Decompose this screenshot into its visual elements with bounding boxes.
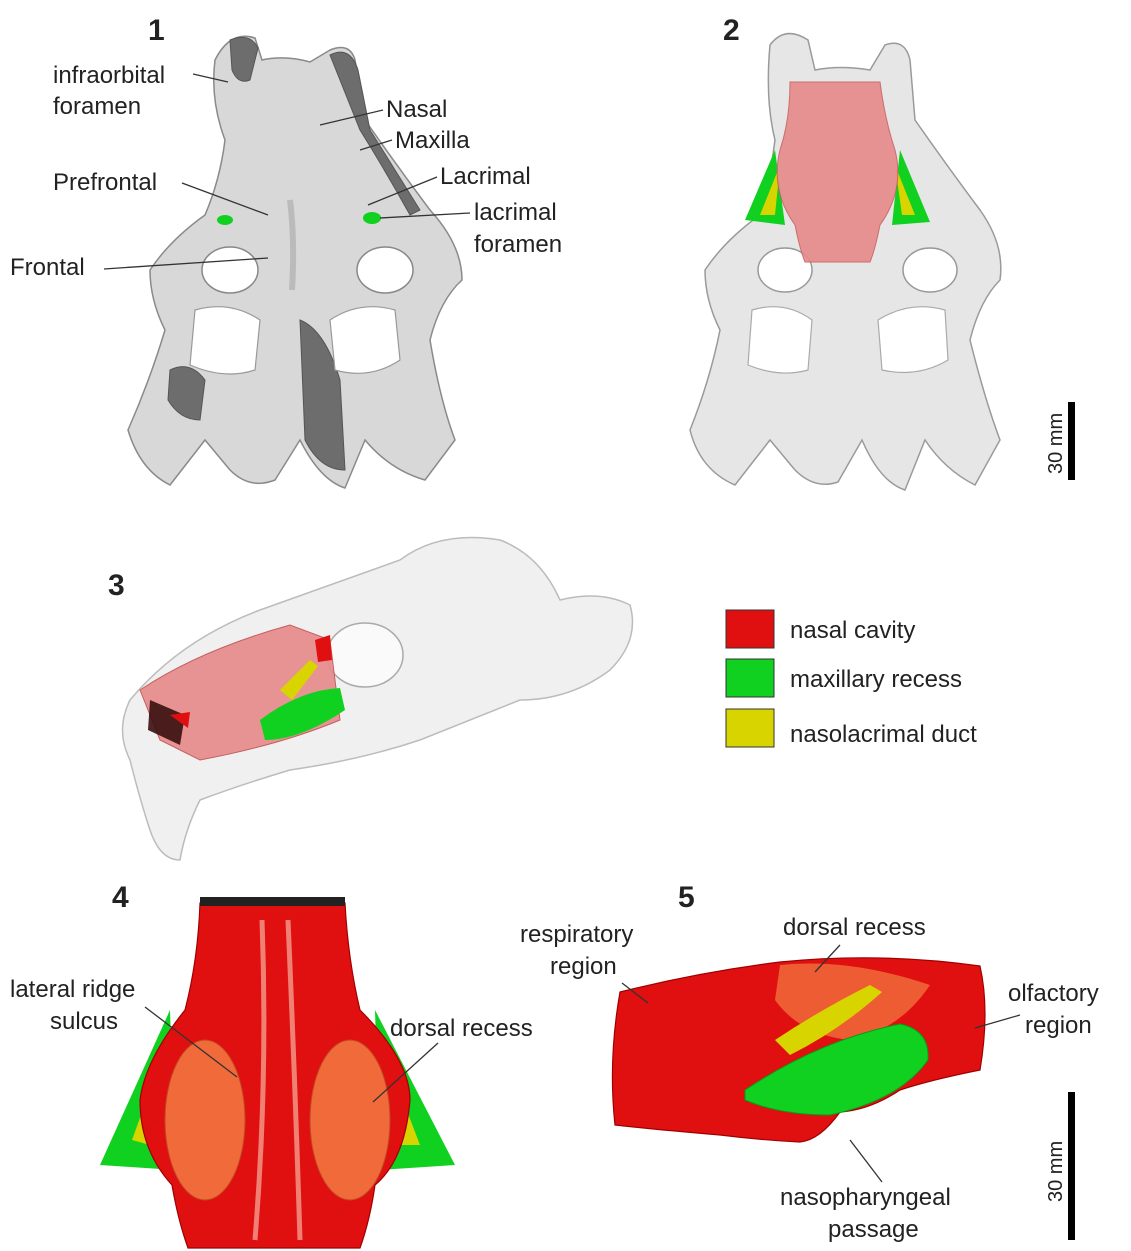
lacrimal-foramen-left xyxy=(217,215,233,225)
panel-1: 1 infraorbital foramen Nasal M xyxy=(10,14,562,488)
legend-swatch-maxillary-recess xyxy=(726,659,774,697)
legend-label-nasolacrimal-duct: nasolacrimal duct xyxy=(790,721,977,748)
label-nasopharyngeal-line2: passage xyxy=(828,1216,919,1243)
nasal-cavity-dorsal-view xyxy=(100,897,455,1248)
scale-bar-top-line xyxy=(1068,402,1075,480)
label-infraorbital-foramen-line1: infraorbital xyxy=(53,62,165,89)
label-respiratory-line1: respiratory xyxy=(520,921,633,948)
panel-number-1: 1 xyxy=(148,14,165,47)
panel-number-4: 4 xyxy=(112,881,129,914)
label-lacrimal-foramen-line1: lacrimal xyxy=(474,199,557,226)
nasal-cavity-4-top-edge xyxy=(200,897,345,906)
legend: nasal cavity maxillary recess nasolacrim… xyxy=(726,610,977,748)
label-olfactory-line2: region xyxy=(1025,1012,1092,1039)
legend-swatch-nasolacrimal-duct xyxy=(726,709,774,747)
dorsal-recess-4-right xyxy=(310,1040,390,1200)
panel-number-3: 3 xyxy=(108,569,125,602)
panel-4: 4 lateral ridge sulcus dorsal recess xyxy=(10,881,533,1248)
scale-bar-top-label: 30 mm xyxy=(1045,413,1067,474)
scale-bar-bottom: 30 mm xyxy=(1045,1092,1075,1240)
skull-lateral-view xyxy=(123,538,633,861)
label-dorsal-recess-5: dorsal recess xyxy=(783,914,926,941)
legend-label-nasal-cavity: nasal cavity xyxy=(790,617,915,644)
panel-number-5: 5 xyxy=(678,881,695,914)
legend-label-maxillary-recess: maxillary recess xyxy=(790,666,962,693)
scale-bar-bottom-label: 30 mm xyxy=(1045,1141,1067,1202)
scale-bar-top: 30 mm xyxy=(1045,402,1075,480)
panel-3: 3 xyxy=(108,538,633,861)
panel-2: 2 xyxy=(690,14,1001,490)
nasal-cavity-lateral-view xyxy=(612,958,985,1142)
scale-bar-bottom-line xyxy=(1068,1092,1075,1240)
label-prefrontal: Prefrontal xyxy=(53,169,157,196)
panel-5: 5 respiratory region dorsal recess olfac… xyxy=(520,881,1099,1243)
leader-nasopharyngeal xyxy=(850,1140,882,1182)
label-infraorbital-foramen-line2: foramen xyxy=(53,93,141,120)
skull-dorsal-view-2 xyxy=(690,34,1001,490)
label-lacrimal: Lacrimal xyxy=(440,163,531,190)
panel-number-2: 2 xyxy=(723,14,740,47)
label-lateral-ridge-line2: sulcus xyxy=(50,1008,118,1035)
lacrimal-foramen-right xyxy=(363,212,381,224)
label-olfactory-line1: olfactory xyxy=(1008,980,1099,1007)
label-dorsal-recess-4: dorsal recess xyxy=(390,1015,533,1042)
label-maxilla: Maxilla xyxy=(395,127,470,154)
label-lateral-ridge-line1: lateral ridge xyxy=(10,976,135,1003)
dorsal-recess-4-left xyxy=(165,1040,245,1200)
label-frontal: Frontal xyxy=(10,254,85,281)
legend-swatch-nasal-cavity xyxy=(726,610,774,648)
label-nasal: Nasal xyxy=(386,96,447,123)
label-lacrimal-foramen-line2: foramen xyxy=(474,231,562,258)
label-nasopharyngeal-line1: nasopharyngeal xyxy=(780,1184,951,1211)
label-respiratory-line2: region xyxy=(550,953,617,980)
